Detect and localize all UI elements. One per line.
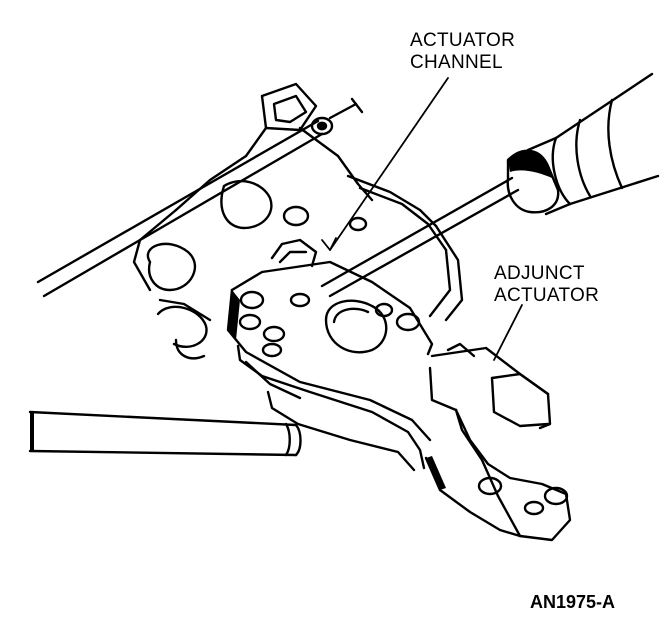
figure-id: AN1975-A — [530, 592, 616, 612]
lever-plate — [226, 238, 434, 472]
adjunct-actuator-leader — [493, 304, 523, 361]
adjunct-actuator-block — [424, 342, 572, 542]
lower-rod — [28, 410, 302, 457]
actuator-channel-leader — [329, 77, 449, 251]
adjunct-actuator-label-line1: ADJUNCT — [494, 263, 585, 284]
actuator-channel-label-line1: ACTUATOR — [410, 30, 516, 51]
upper-wire — [36, 97, 364, 298]
leader-lines — [321, 77, 523, 361]
adjunct-actuator-label-line2: ACTUATOR — [494, 285, 600, 306]
housing — [132, 82, 464, 360]
screwdriver — [320, 72, 660, 298]
actuator-channel-label-line2: CHANNEL — [410, 52, 503, 73]
shading — [30, 123, 552, 490]
